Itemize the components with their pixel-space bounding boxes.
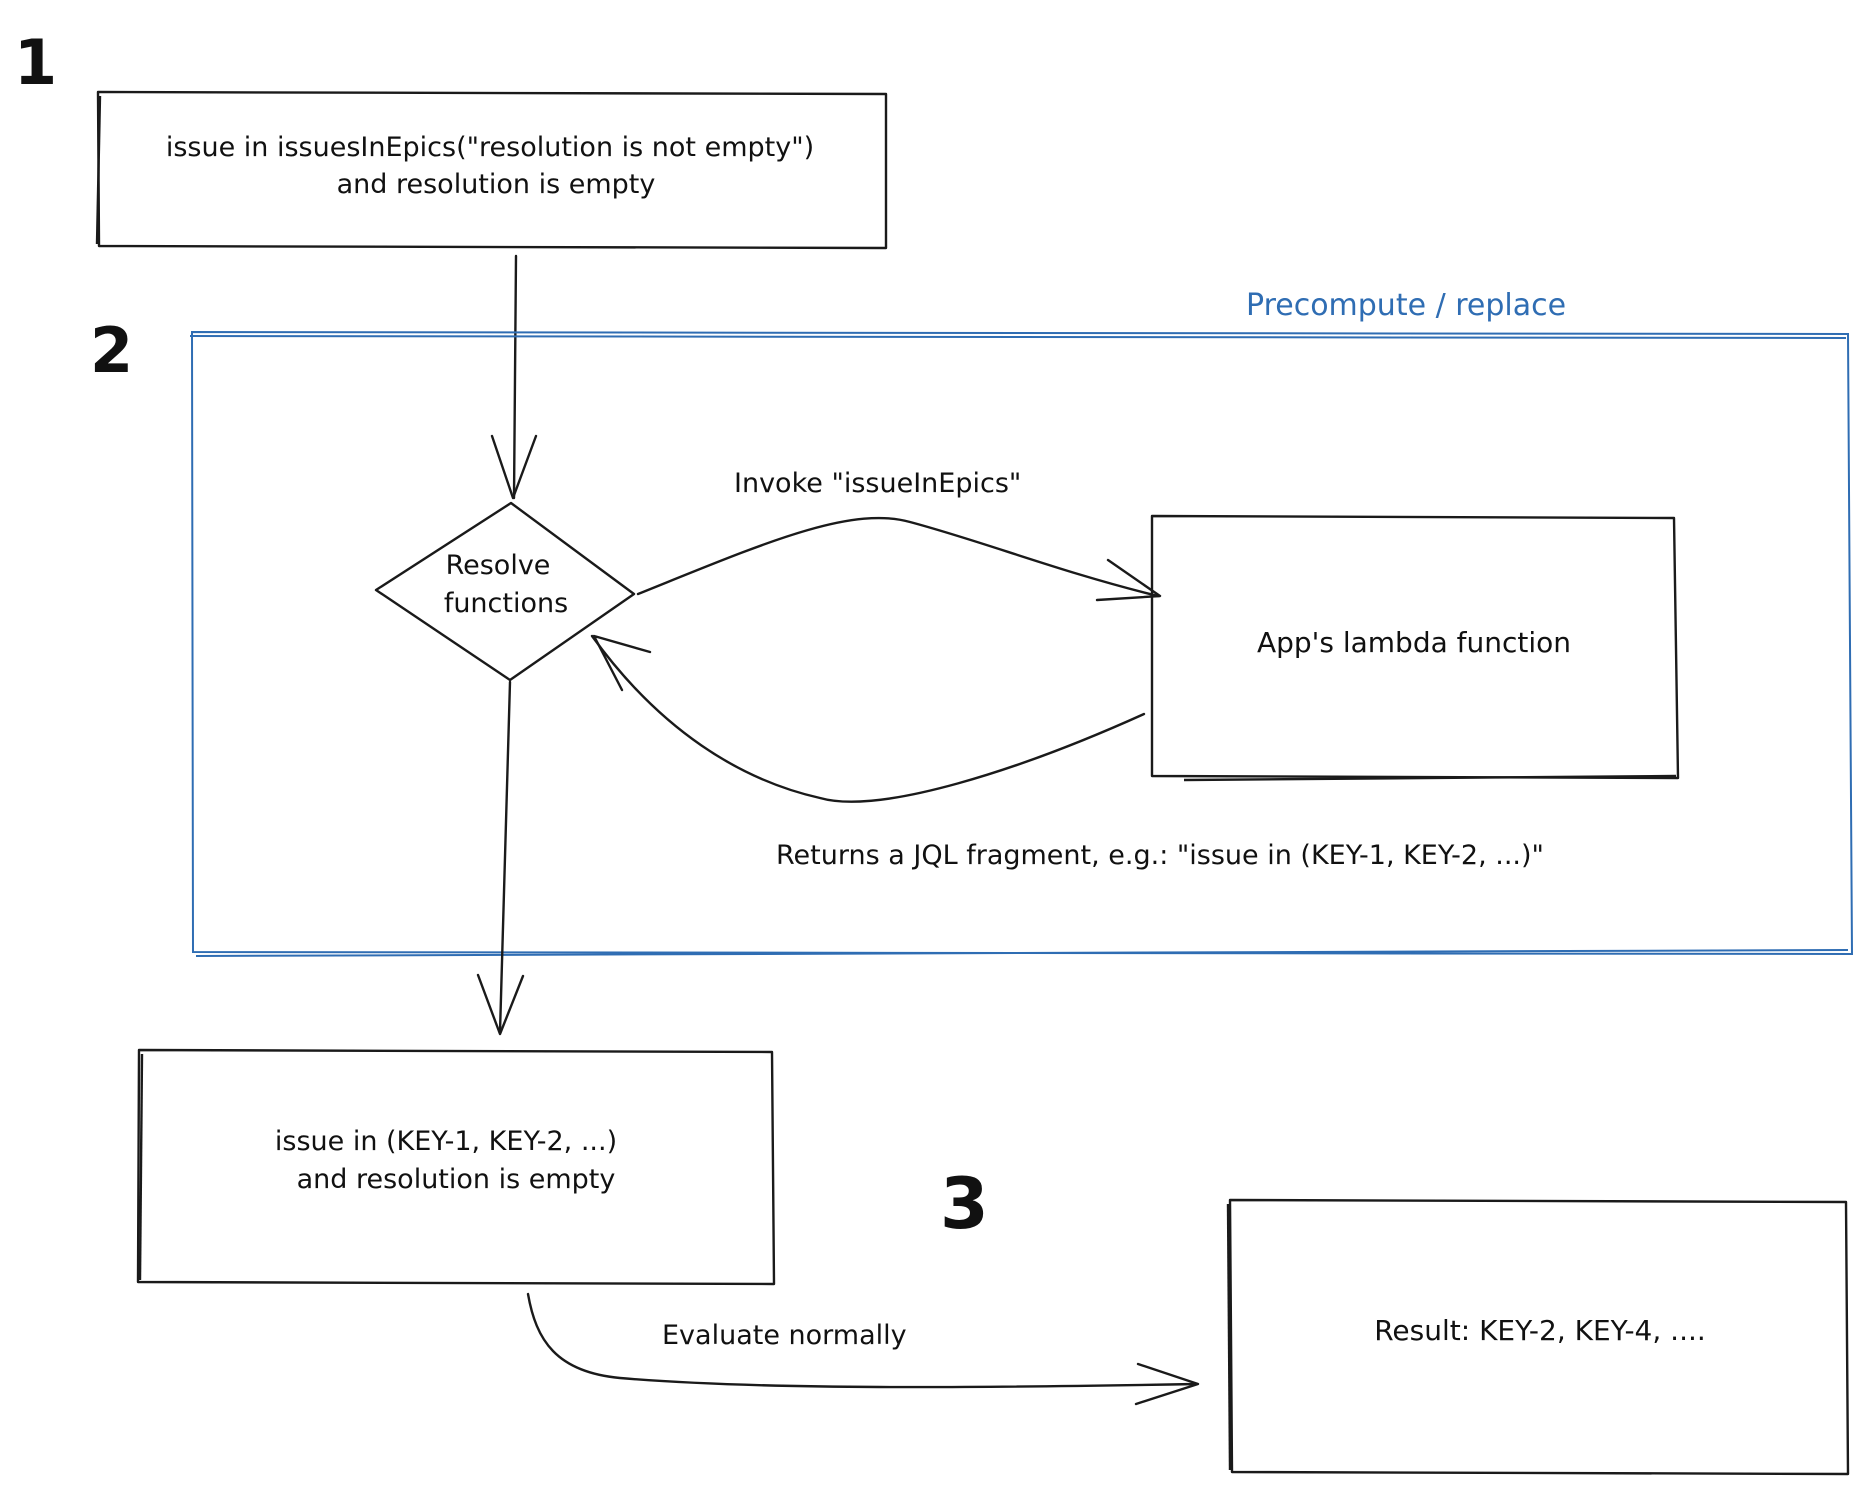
arrow-resolve-to-query — [476, 680, 525, 1036]
arrow-evaluate: Evaluate normally — [526, 1292, 1200, 1406]
step-number-1: 1 — [14, 26, 57, 99]
precompute-group: Precompute / replace — [189, 288, 1854, 957]
resolve-label-line-2: functions — [444, 588, 568, 619]
precompute-group-label: Precompute / replace — [1246, 288, 1566, 323]
resolved-query-line-2: and resolution is empty — [297, 1164, 616, 1195]
arrow-invoke: Invoke "issueInEpics" — [636, 468, 1162, 602]
step-number-3: 3 — [940, 1163, 989, 1245]
lambda-function-label: App's lambda function — [1257, 626, 1571, 659]
invoke-label: Invoke "issueInEpics" — [734, 468, 1021, 499]
resolved-query-box: issue in (KEY-1, KEY-2, ...) and resolut… — [136, 1048, 776, 1286]
resolve-label-line-1: Resolve — [446, 550, 551, 581]
original-query-line-2: and resolution is empty — [337, 169, 656, 200]
lambda-function-box: App's lambda function — [1150, 514, 1680, 782]
original-query-line-1: issue in issuesInEpics("resolution is no… — [166, 132, 814, 163]
result-label: Result: KEY-2, KEY-4, .... — [1374, 1314, 1706, 1347]
original-query-box: issue in issuesInEpics("resolution is no… — [95, 90, 888, 250]
resolve-functions-diamond: Resolve functions — [374, 501, 636, 682]
arrow-query-to-resolve — [490, 254, 538, 500]
arrow-returns: Returns a JQL fragment, e.g.: "issue in … — [590, 634, 1544, 871]
resolved-query-line-1: issue in (KEY-1, KEY-2, ...) — [275, 1126, 617, 1157]
returns-label: Returns a JQL fragment, e.g.: "issue in … — [776, 840, 1544, 871]
result-box: Result: KEY-2, KEY-4, .... — [1226, 1198, 1850, 1476]
evaluate-label: Evaluate normally — [662, 1320, 907, 1351]
step-number-2: 2 — [90, 314, 133, 387]
